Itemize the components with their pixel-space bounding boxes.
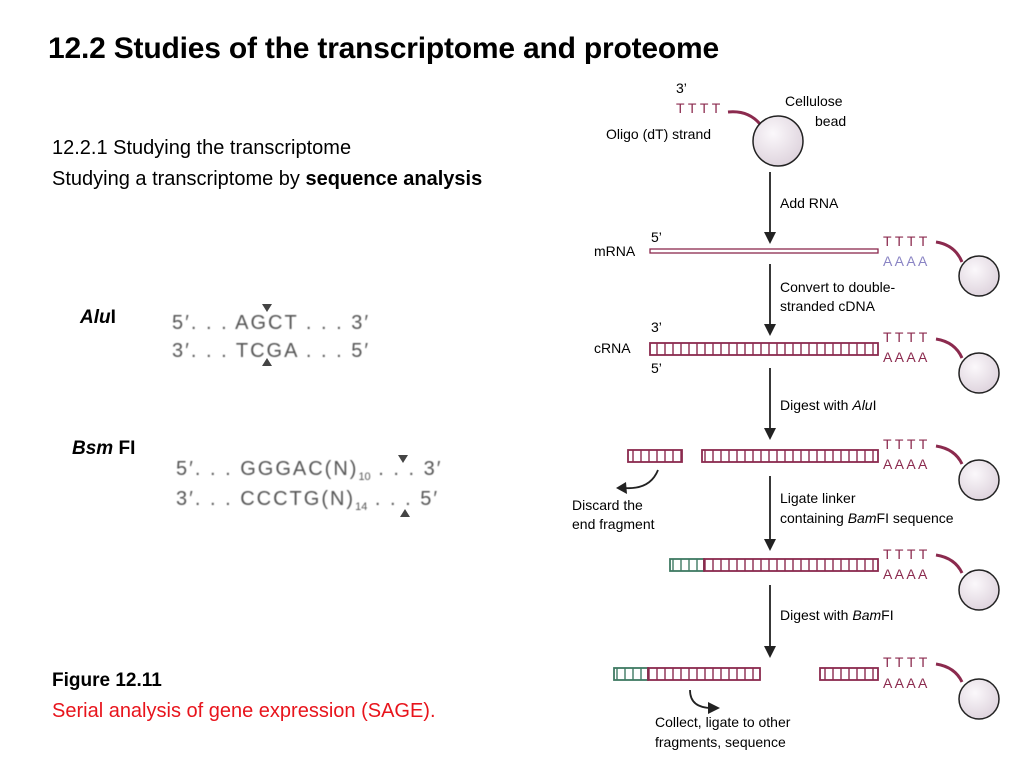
step-add-rna: Add RNA xyxy=(780,195,839,211)
oligo-label: Oligo (dT) strand xyxy=(606,126,711,142)
linker-fragment xyxy=(703,558,879,572)
alui-enzyme-label: AluI xyxy=(80,307,116,329)
mrna-bead-linker xyxy=(935,240,964,263)
alui-bottom-strand: 3′. . . TCGA . . . 5′ xyxy=(172,340,371,362)
mrna-aaaa: A A A A xyxy=(883,253,928,269)
bsmfi-top-sub: 10 xyxy=(358,471,371,483)
bead-tttt: T T T T xyxy=(676,100,721,116)
digest-bead xyxy=(958,459,1000,501)
final-tttt: T T T T xyxy=(883,654,928,670)
released-linker xyxy=(613,667,649,681)
crna-aaaa: A A A A xyxy=(883,349,928,365)
oligo-strand-line xyxy=(727,110,762,126)
ligate-suffix: FI sequence xyxy=(877,510,954,526)
alui-top-cut-marker xyxy=(262,304,272,312)
bsmfi-top-prefix: 5′. . . GGGAC(N) xyxy=(176,458,359,480)
bsmfi-top-suffix: . . . 3′ xyxy=(370,458,443,480)
bsmfi-enzyme-label: Bsm FI xyxy=(72,438,135,460)
digest-bam-italic: Bam xyxy=(852,607,881,623)
mrna-bead xyxy=(958,255,1000,297)
alui-name-suffix: I xyxy=(110,307,116,328)
bsmfi-bottom-prefix: 3′. . . CCCTG(N) xyxy=(176,488,356,510)
alui-bottom-cut-marker xyxy=(262,358,272,366)
bead-label-line2: bead xyxy=(815,113,846,129)
linker-tttt: T T T T xyxy=(883,546,928,562)
digest-tttt: T T T T xyxy=(883,436,928,452)
mrna-tttt: T T T T xyxy=(883,233,928,249)
bsmfi-top-cut-marker xyxy=(398,455,408,463)
mrna-five-prime: 5’ xyxy=(651,229,662,245)
description-prefix: Studying a transcriptome by xyxy=(52,168,306,190)
bsmfi-name-italic: Bsm xyxy=(72,438,114,459)
arrow-head-5 xyxy=(764,646,776,658)
step-convert-line1: Convert to double- xyxy=(780,279,896,295)
crna-three-prime: 3’ xyxy=(651,319,662,335)
bsmfi-bottom-suffix: . . . 5′ xyxy=(367,488,440,510)
bsmfi-bottom-strand: 3′. . . CCCTG(N)14 . . . 5′ xyxy=(176,488,439,513)
crna-five-prime: 5’ xyxy=(651,360,662,376)
linker-bead-linker xyxy=(935,553,964,574)
ligate-prefix: containing xyxy=(780,510,848,526)
released-tag xyxy=(647,667,761,681)
step-ligate-line1: Ligate linker xyxy=(780,490,856,506)
crna-duplex xyxy=(649,342,879,356)
crna-bead xyxy=(958,352,1000,394)
collect-label-line2: fragments, sequence xyxy=(655,734,786,750)
arrow-head-1 xyxy=(764,232,776,244)
discard-label-line2: end fragment xyxy=(572,516,655,532)
bsmfi-name-suffix: FI xyxy=(113,438,136,459)
bsmfi-bottom-sub: 14 xyxy=(355,501,368,513)
mrna-label: mRNA xyxy=(594,243,636,259)
cellulose-bead xyxy=(752,115,804,167)
crna-label: cRNA xyxy=(594,340,631,356)
step-digest-bam: Digest with BamFI xyxy=(780,607,894,623)
final-bead-linker xyxy=(935,662,964,683)
collect-label-line1: Collect, ligate to other xyxy=(655,714,791,730)
alui-name-italic: Alu xyxy=(80,307,111,328)
digest-alu-prefix: Digest with xyxy=(780,397,852,413)
retained-fragment xyxy=(701,449,879,463)
digest-aaaa: A A A A xyxy=(883,456,928,472)
section-subtitle: 12.2.1 Studying the transcriptome xyxy=(52,137,352,159)
discard-label-line1: Discard the xyxy=(572,497,643,513)
digest-alu-suffix: I xyxy=(873,397,877,413)
step-digest-alu: Digest with AluI xyxy=(780,397,876,413)
discard-arrow-head xyxy=(616,482,627,494)
digest-bead-linker xyxy=(935,444,964,465)
bead-label-line1: Cellulose xyxy=(785,93,843,109)
arrow-head-2 xyxy=(764,324,776,336)
crna-bead-linker xyxy=(935,337,964,359)
mrna-strand xyxy=(649,248,879,254)
step-convert-line2: stranded cDNA xyxy=(780,298,876,314)
final-bead xyxy=(958,678,1000,720)
description-bold: sequence analysis xyxy=(305,168,483,190)
figure-number: Figure 12.11 xyxy=(52,670,162,691)
arrow-head-3 xyxy=(764,428,776,440)
step-ligate-line2: containing BamFI sequence xyxy=(780,510,954,526)
bead-three-prime: 3’ xyxy=(676,80,687,96)
alui-top-strand: 5′. . . AGCT . . . 3′ xyxy=(172,312,371,334)
final-aaaa: A A A A xyxy=(883,675,928,691)
discard-arrow xyxy=(623,469,659,490)
ligated-linker xyxy=(669,558,705,572)
bead-bound-remainder xyxy=(819,667,879,681)
bsmfi-top-strand: 5′. . . GGGAC(N)10 . . . 3′ xyxy=(176,458,442,483)
linker-bead xyxy=(958,569,1000,611)
collect-arrow-head xyxy=(708,702,720,714)
digest-bam-prefix: Digest with xyxy=(780,607,852,623)
discarded-end-fragment xyxy=(627,449,683,463)
figure-caption: Serial analysis of gene expression (SAGE… xyxy=(52,700,436,722)
bsmfi-bottom-cut-marker xyxy=(400,509,410,517)
slide-title: 12.2 Studies of the transcriptome and pr… xyxy=(48,32,719,65)
linker-aaaa: A A A A xyxy=(883,566,928,582)
crna-tttt: T T T T xyxy=(883,329,928,345)
digest-bam-suffix: FI xyxy=(881,607,893,623)
ligate-italic: Bam xyxy=(848,510,877,526)
section-description: Studying a transcriptome by sequence ana… xyxy=(52,168,482,191)
arrow-head-4 xyxy=(764,539,776,551)
digest-alu-italic: Alu xyxy=(851,397,872,413)
